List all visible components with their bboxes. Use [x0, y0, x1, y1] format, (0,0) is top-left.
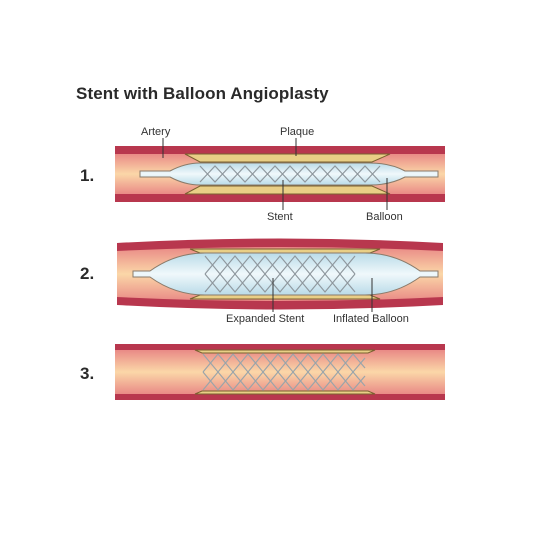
step-1-leader-lines — [162, 138, 388, 210]
label-balloon: Balloon — [366, 211, 403, 223]
step-1-plaque — [184, 153, 391, 195]
step-2-number: 2. — [80, 264, 95, 283]
label-expanded-stent: Expanded Stent — [226, 313, 305, 325]
step-3-plaque — [194, 349, 376, 395]
step-3-number: 3. — [80, 364, 95, 383]
step-1-balloon — [139, 162, 439, 186]
label-artery: Artery — [141, 126, 171, 138]
step-3-stent — [202, 353, 366, 391]
label-plaque: Plaque — [280, 126, 315, 138]
diagram-title: Stent with Balloon Angioplasty — [76, 84, 329, 103]
step-1-stent — [199, 165, 381, 183]
step-2-plaque — [189, 248, 381, 300]
label-inflated-balloon: Inflated Balloon — [333, 313, 409, 325]
step-2-leader-lines — [272, 278, 373, 312]
step-1-number: 1. — [80, 166, 95, 185]
step-2-balloon — [132, 252, 439, 296]
step-2-stent — [204, 255, 356, 293]
label-stent: Stent — [267, 211, 293, 223]
